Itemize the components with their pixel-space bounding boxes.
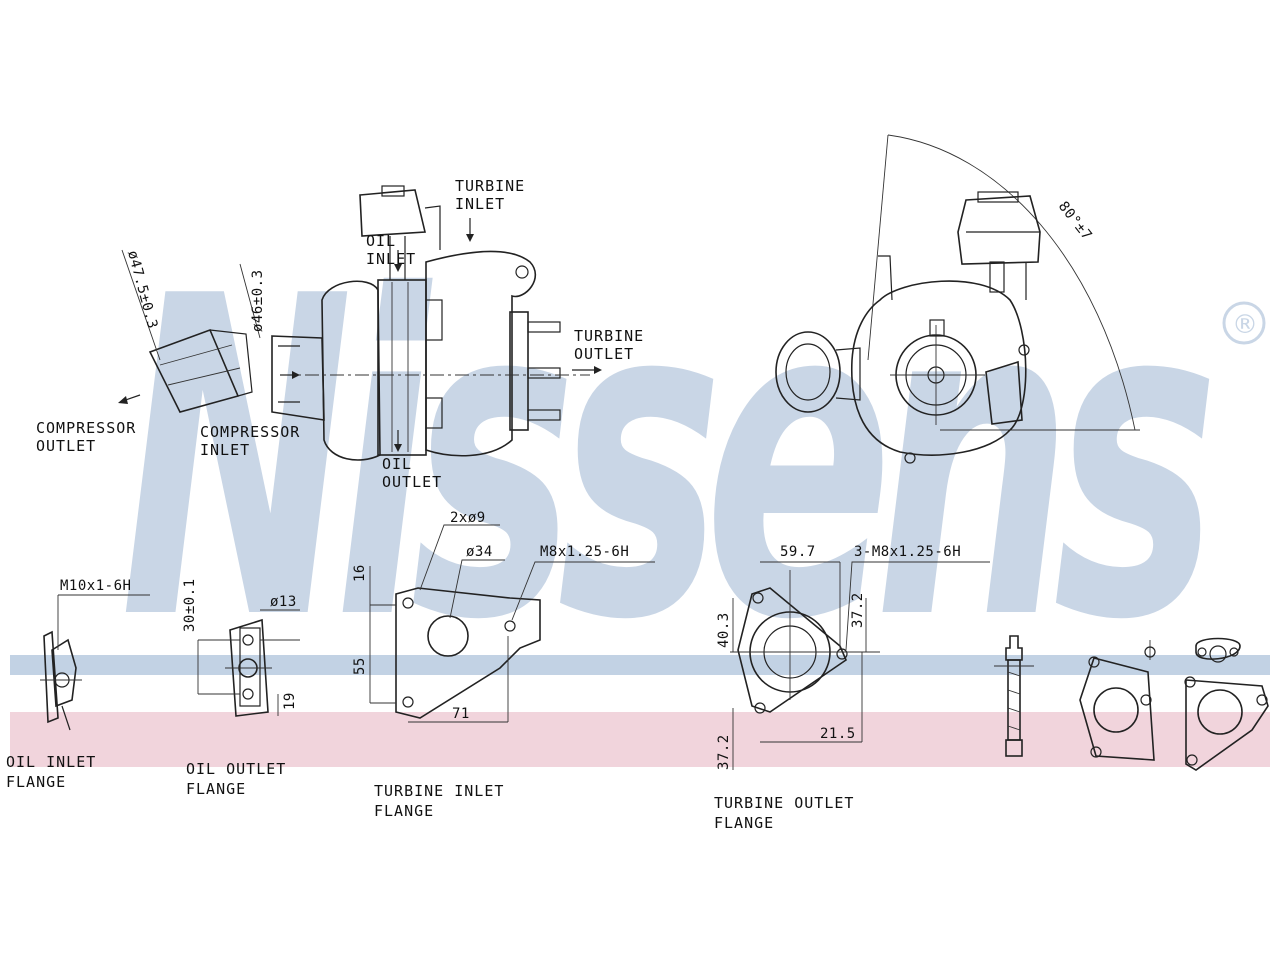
turbine-outlet-label-2: OUTLET	[574, 345, 634, 363]
turbo-side-view: 80°±7	[775, 134, 1140, 464]
turbine-inlet-flange-title-1: TURBINE INLET	[374, 782, 504, 800]
turbine-outlet-dim-bottom-left: 37.2	[716, 734, 732, 770]
compressor-outlet-label-1: COMPRESSOR	[36, 419, 136, 437]
oil-inlet-label-1: OIL	[366, 232, 396, 250]
oil-outlet-dim-dia: ø13	[270, 594, 297, 610]
turbine-outlet-flange-title-1: TURBINE OUTLET	[714, 794, 854, 812]
oil-outlet-label-2: OUTLET	[382, 473, 442, 491]
watermark-band-pink	[10, 712, 1270, 767]
watermark-band-blue	[10, 655, 1270, 675]
watermark: Nissens ®	[10, 204, 1270, 767]
turbine-inlet-flange: 2xø9 ø34 M8x1.25-6H 16 55 71 TURBINE INL…	[352, 510, 655, 820]
bolt-and-gaskets	[994, 635, 1269, 771]
turbine-inlet-dim-width: 71	[452, 706, 470, 722]
oil-inlet-flange: M10x1-6H OIL INLET FLANGE	[6, 578, 150, 791]
oil-inlet-flange-title-1: OIL INLET	[6, 753, 96, 771]
turbo-main-view	[118, 185, 602, 461]
dim-compressor-inlet-dia: ø46±0.3	[250, 269, 266, 332]
watermark-brand-text: Nissens	[120, 204, 1210, 716]
turbine-inlet-label-1: TURBINE	[455, 177, 525, 195]
turbine-outlet-dim-right: 37.2	[850, 592, 866, 628]
turbine-outlet-dim-left: 40.3	[716, 612, 732, 648]
turbine-inlet-bore: ø34	[466, 544, 493, 560]
turbine-outlet-dim-bottom: 21.5	[820, 726, 856, 742]
oil-inlet-label-2: INLET	[366, 250, 416, 268]
oil-outlet-dim-bottom: 19	[282, 692, 298, 710]
turbine-outlet-flange: 59.7 3-M8x1.25-6H 40.3 37.2 37.2 21.5 TU…	[714, 544, 990, 832]
registered-mark-circle	[1222, 301, 1266, 345]
oil-outlet-dim-height: 30±0.1	[182, 578, 198, 632]
oil-outlet-flange-title-1: OIL OUTLET	[186, 760, 286, 778]
oil-inlet-thread: M10x1-6H	[60, 578, 131, 594]
oil-outlet-label-1: OIL	[382, 455, 412, 473]
turbine-inlet-dim-height: 55	[352, 657, 368, 675]
oil-outlet-flange-title-2: FLANGE	[186, 780, 246, 798]
turbine-inlet-thread: M8x1.25-6H	[540, 544, 629, 560]
turbine-outlet-dim-top: 59.7	[780, 544, 816, 560]
turbine-inlet-dim-top: 16	[352, 564, 368, 582]
registered-mark: ®	[1232, 310, 1258, 340]
compressor-outlet-label-2: OUTLET	[36, 437, 96, 455]
turbine-inlet-flange-title-2: FLANGE	[374, 802, 434, 820]
turbine-outlet-flange-title-2: FLANGE	[714, 814, 774, 832]
oil-inlet-flange-title-2: FLANGE	[6, 773, 66, 791]
compressor-inlet-label-1: COMPRESSOR	[200, 423, 300, 441]
turbine-outlet-thread: 3-M8x1.25-6H	[854, 544, 961, 560]
turbine-outlet-label-1: TURBINE	[574, 327, 644, 345]
compressor-inlet-label-2: INLET	[200, 441, 250, 459]
turbine-inlet-label-2: INLET	[455, 195, 505, 213]
oil-outlet-flange: 30±0.1 ø13 19 OIL OUTLET FLANGE	[182, 578, 300, 798]
turbine-inlet-holes: 2xø9	[450, 510, 486, 526]
main-view-labels: TURBINE INLET OIL INLET TURBINE OUTLET C…	[36, 177, 644, 491]
